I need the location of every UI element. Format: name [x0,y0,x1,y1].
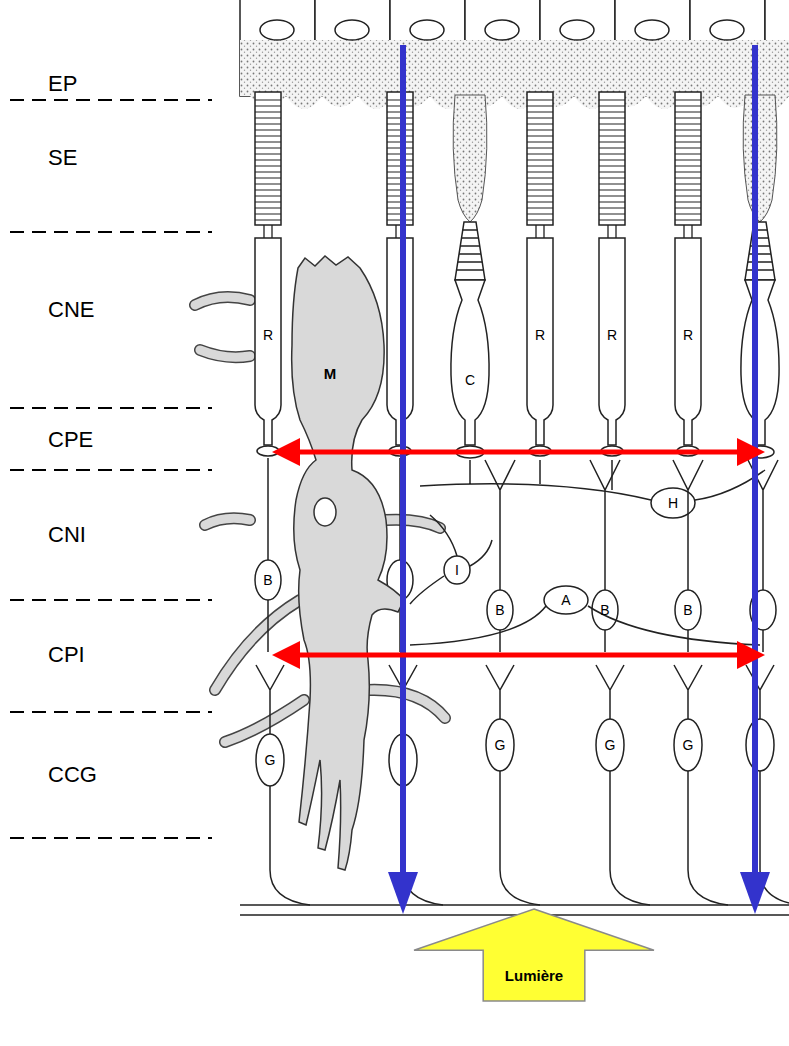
interplexiform-cell [410,515,492,604]
cell-letter: G [605,738,616,752]
cell-letter: H [668,496,678,510]
arrow-outline [414,909,654,1001]
cell-letter: R [607,328,617,342]
cell-letter: B [495,603,504,617]
horizontal-cell [420,460,765,518]
cell-letter: A [561,593,570,607]
light-arrow: Lumière [413,908,655,1002]
nerve-fiber-layer [240,905,789,915]
ganglion-cell [596,665,650,905]
layer-label: EP [48,73,77,95]
cell-letter: G [495,738,506,752]
cell-letter: R [263,328,273,342]
lateral-arrow [272,438,765,669]
ganglion-cell [486,665,540,905]
bipolar-cell [485,460,515,652]
amacrine-cell [410,586,760,645]
cell-letter: R [535,328,545,342]
layer-label: CNE [48,299,94,321]
cell-letter: C [465,373,475,387]
rod-cell [255,92,281,456]
rod-cell [599,92,625,456]
layer-label: CCG [48,764,97,786]
cell-letter: R [683,328,693,342]
bipolar-cell [590,460,620,652]
cell-letter: B [683,603,692,617]
rod-cell [527,92,553,456]
cell-letter: G [683,738,694,752]
arrow-label: Lumière [505,968,563,985]
layer-label: CNI [48,524,86,546]
pigment-epithelium [240,0,789,222]
cell-letter: B [600,603,609,617]
cell-letter: M [324,366,337,381]
signal-arrow [388,45,770,914]
cell-letter: B [263,573,272,587]
cell-letter: G [265,753,276,767]
bipolar-cell [673,460,703,652]
cone-cell [451,222,489,458]
cone-cell [741,222,779,458]
layer-label: CPI [48,644,85,666]
cell-letter: I [455,563,459,577]
arrow-shape [413,908,655,1002]
layer-separator [10,100,212,838]
muller-cell [292,256,404,870]
ganglion-cell [674,665,728,905]
rod-cell [675,92,701,456]
layer-label: SE [48,147,77,169]
layer-label: CPE [48,429,93,451]
